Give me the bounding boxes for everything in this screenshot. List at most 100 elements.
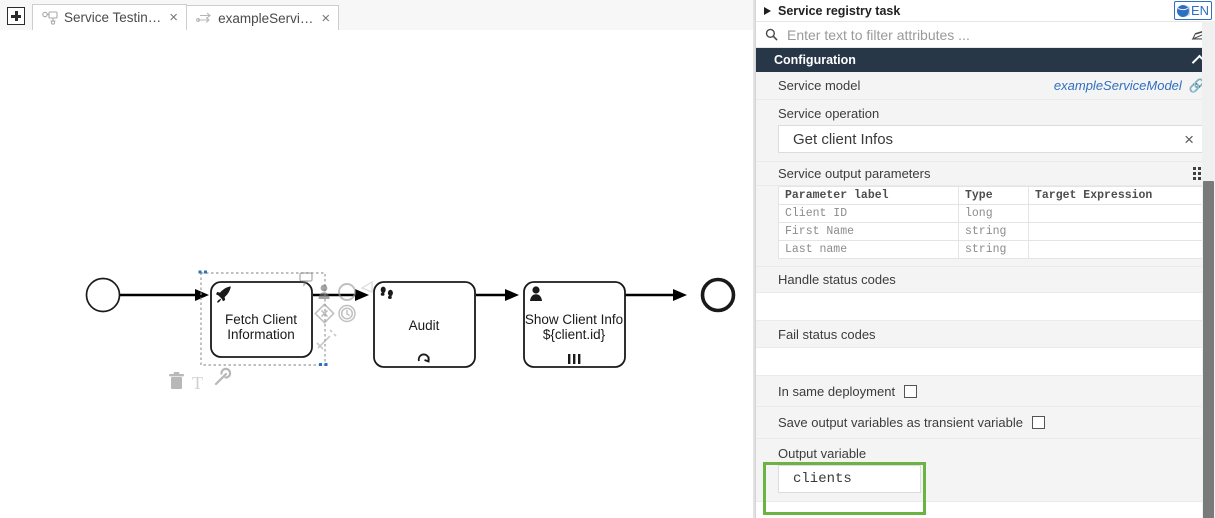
cell-parameter-label[interactable]: Last name (778, 240, 959, 259)
cell-target-expression[interactable] (1028, 240, 1214, 259)
search-input[interactable] (785, 25, 1184, 44)
clear-icon[interactable]: × (1184, 129, 1194, 149)
output-variable-input[interactable] (791, 470, 972, 488)
task-audit: Audit (373, 281, 476, 368)
tab-close-icon[interactable]: × (321, 9, 331, 27)
row-output-variable: Output variable (756, 439, 1215, 502)
row-fail-status-codes-value[interactable] (756, 348, 1215, 376)
service-operation-input[interactable] (791, 129, 1181, 149)
task-label-line1: Show Client Info (525, 312, 623, 327)
cell-parameter-label[interactable]: First Name (778, 222, 959, 241)
row-handle-status-codes-value[interactable] (756, 293, 1215, 321)
attribute-filter-row (756, 22, 1215, 48)
parallel-multi-instance-marker (568, 354, 581, 364)
row-handle-status-codes-label: Handle status codes (756, 267, 1215, 293)
loop-marker (417, 353, 430, 363)
task-label-line2: ${client.id} (543, 327, 606, 342)
cell-type[interactable]: long (958, 204, 1029, 223)
append-intermediate-event-icon (338, 304, 356, 323)
panel-header: Service registry task EN (756, 0, 1215, 22)
append-user-task-icon (318, 284, 330, 299)
chain-link-icon[interactable]: 🔗 (1188, 77, 1205, 93)
tab-label: exampleServi… (218, 10, 314, 26)
selection-outline (200, 272, 326, 366)
table-row[interactable]: Last name string (778, 240, 1214, 259)
lasso-icon (360, 280, 373, 293)
col-parameter-label: Parameter label (778, 186, 959, 205)
service-model-value[interactable]: exampleServiceModel (1053, 78, 1182, 93)
language-code: EN (1190, 3, 1209, 18)
tab-bar: Service Testin… × exampleServi… × (0, 0, 753, 31)
row-in-same-deployment[interactable]: In same deployment (756, 376, 1215, 407)
cell-type[interactable]: string (958, 222, 1029, 241)
col-target-expression: Target Expression (1028, 186, 1214, 205)
flow-arrowheads (195, 289, 687, 301)
search-icon (765, 28, 778, 41)
new-tab-button[interactable] (7, 7, 25, 25)
cell-parameter-label[interactable]: Client ID (778, 204, 959, 223)
diagram-node-icon (42, 10, 58, 25)
manual-task-footprints-icon (380, 286, 393, 299)
save-transient-checkbox[interactable] (1031, 416, 1045, 429)
row-fail-status-codes-label: Fail status codes (756, 321, 1215, 348)
section-configuration-header[interactable]: Configuration (756, 48, 1215, 72)
user-task-icon (530, 286, 542, 301)
service-operation-input-wrap[interactable]: × (778, 125, 1205, 153)
col-type: Type (958, 186, 1029, 205)
wrench-icon (214, 367, 232, 386)
task-label-line2: Information (227, 327, 295, 342)
task-show-client-info: Show Client Info ${client.id} (523, 281, 626, 368)
row-service-model[interactable]: Service model exampleServiceModel 🔗 (756, 72, 1215, 100)
comment-icon (299, 272, 313, 287)
panel-divider[interactable] (753, 0, 755, 518)
task-fetch-client-information: Fetch Client Information (210, 281, 313, 358)
selection-handles (198, 270, 328, 366)
append-gateway-icon (314, 303, 335, 324)
text-annotation-icon: T (192, 373, 203, 393)
output-variable-input-wrap[interactable] (778, 465, 972, 493)
cell-target-expression[interactable] (1028, 222, 1214, 241)
service-model-label: Service model (778, 78, 861, 93)
table-row[interactable]: Client ID long (778, 204, 1214, 223)
cell-type[interactable]: string (958, 240, 1029, 259)
service-operation-label: Service operation (778, 106, 880, 121)
panel-title: Service registry task (778, 3, 901, 18)
output-parameters-label: Service output parameters (778, 166, 931, 181)
context-pad (299, 272, 373, 350)
append-end-event-icon (338, 283, 356, 301)
output-parameters-table[interactable]: Parameter label Type Target Expression C… (778, 186, 1214, 259)
delete-icon (169, 372, 184, 389)
save-transient-label: Save output variables as transient varia… (778, 415, 1023, 430)
handle-status-codes-label: Handle status codes (778, 272, 896, 287)
output-parameters-table-wrap: Parameter label Type Target Expression C… (756, 186, 1215, 267)
language-selector[interactable]: EN (1173, 1, 1212, 20)
end-event (700, 277, 736, 313)
process-arrow-icon (196, 12, 211, 23)
table-row[interactable]: First Name string (778, 222, 1214, 241)
task-label-line1: Audit (409, 318, 440, 333)
cell-target-expression[interactable] (1028, 204, 1214, 223)
tab-label: Service Testin… (64, 10, 162, 25)
edit-pad: T (169, 367, 232, 393)
task-label-line1: Fetch Client (225, 312, 297, 327)
bpmn-canvas[interactable]: Fetch Client Information (0, 30, 753, 518)
triangle-right-icon[interactable] (764, 6, 771, 15)
tab-example-service[interactable]: exampleServi… × (186, 5, 340, 30)
section-label: Configuration (774, 53, 856, 67)
tab-service-testing[interactable]: Service Testin… × (32, 4, 188, 30)
row-output-parameters-header: Service output parameters (756, 162, 1215, 186)
output-variable-label: Output variable (778, 446, 867, 461)
connect-icon (316, 329, 337, 350)
panel-scrollbar-track[interactable] (1202, 21, 1215, 518)
fail-status-codes-label: Fail status codes (778, 326, 876, 342)
in-same-deployment-label: In same deployment (778, 383, 896, 399)
in-same-deployment-checkbox[interactable] (904, 384, 918, 398)
rocket-icon (216, 286, 231, 303)
row-service-operation: Service operation × (756, 100, 1215, 162)
tab-close-icon[interactable]: × (169, 9, 179, 26)
row-save-transient[interactable]: Save output variables as transient varia… (756, 407, 1215, 439)
properties-panel: Service registry task EN Con (755, 0, 1215, 518)
panel-scrollbar-thumb[interactable] (1203, 181, 1214, 518)
start-event (85, 277, 121, 313)
